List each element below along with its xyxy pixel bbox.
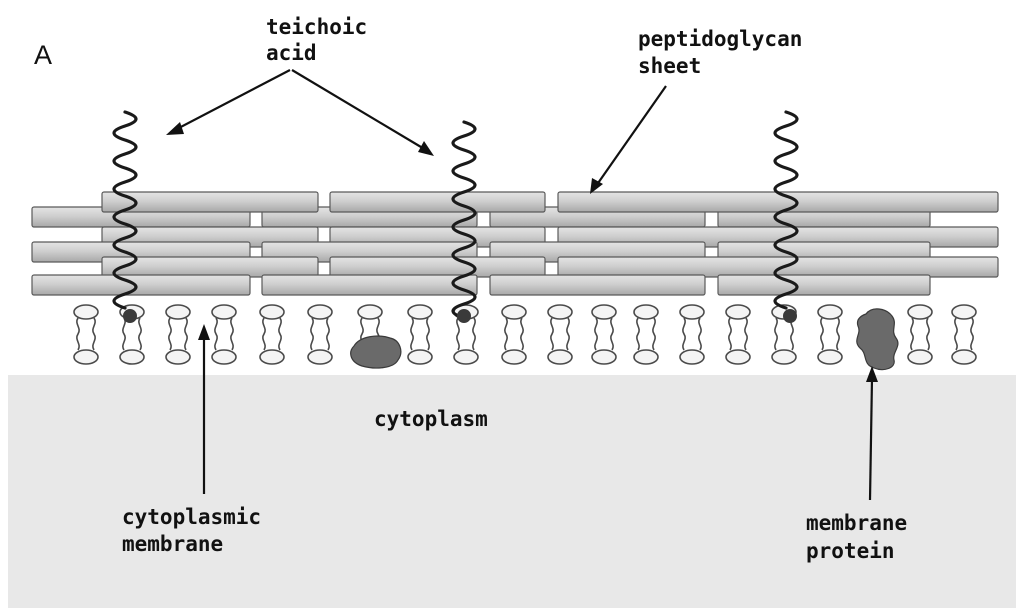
- peptidoglycan-sheet: [32, 192, 998, 295]
- lipid-unit: [502, 305, 526, 364]
- teichoic-anchor-dot: [783, 309, 797, 323]
- cytoplasm-region: [8, 375, 1016, 608]
- label-cytoplasmic-membrane-line1: cytoplasmic: [122, 506, 261, 529]
- label-teichoic-acid-line2: acid: [266, 42, 317, 65]
- arrow-teichoic-right: [292, 70, 426, 150]
- lipid-unit: [818, 305, 842, 364]
- label-peptidoglycan-line2: sheet: [638, 55, 701, 78]
- arrowhead: [418, 141, 434, 156]
- lipid-unit: [260, 305, 284, 364]
- arrow-teichoic-left: [175, 70, 290, 130]
- lipid-unit: [592, 305, 616, 364]
- peptidoglycan-rod: [558, 257, 998, 277]
- label-teichoic-acid-line1: teichoic: [266, 16, 367, 39]
- teichoic-anchor-dot: [123, 309, 137, 323]
- panel-letter: A: [34, 40, 52, 71]
- membrane-protein-small: [351, 336, 401, 368]
- peptidoglycan-rod: [330, 192, 545, 212]
- label-cytoplasmic-membrane-line2: membrane: [122, 533, 223, 556]
- lipid-unit: [726, 305, 750, 364]
- lipid-unit: [308, 305, 332, 364]
- label-membrane-protein-line2: protein: [806, 540, 895, 563]
- peptidoglycan-rod: [718, 275, 930, 295]
- cytoplasmic-membrane: [74, 305, 976, 364]
- lipid-unit: [548, 305, 572, 364]
- lipid-unit: [408, 305, 432, 364]
- lipid-unit: [74, 305, 98, 364]
- teichoic-anchor-dot: [457, 309, 471, 323]
- arrowhead: [198, 324, 210, 340]
- peptidoglycan-rod: [32, 275, 250, 295]
- lipid-unit: [952, 305, 976, 364]
- lipid-unit: [166, 305, 190, 364]
- label-membrane-protein-line1: membrane: [806, 512, 907, 535]
- arrow-peptidoglycan: [596, 86, 666, 186]
- membrane-proteins: [351, 309, 898, 370]
- label-peptidoglycan-line1: peptidoglycan: [638, 28, 802, 51]
- peptidoglycan-rod: [262, 275, 477, 295]
- peptidoglycan-rod: [558, 192, 998, 212]
- membrane-protein-large: [857, 309, 898, 370]
- lipid-unit: [680, 305, 704, 364]
- lipid-unit: [212, 305, 236, 364]
- arrowhead: [166, 122, 184, 135]
- peptidoglycan-rod: [490, 275, 705, 295]
- lipid-unit: [908, 305, 932, 364]
- peptidoglycan-rod: [330, 257, 545, 277]
- lipid-unit: [634, 305, 658, 364]
- label-cytoplasm: cytoplasm: [374, 408, 488, 431]
